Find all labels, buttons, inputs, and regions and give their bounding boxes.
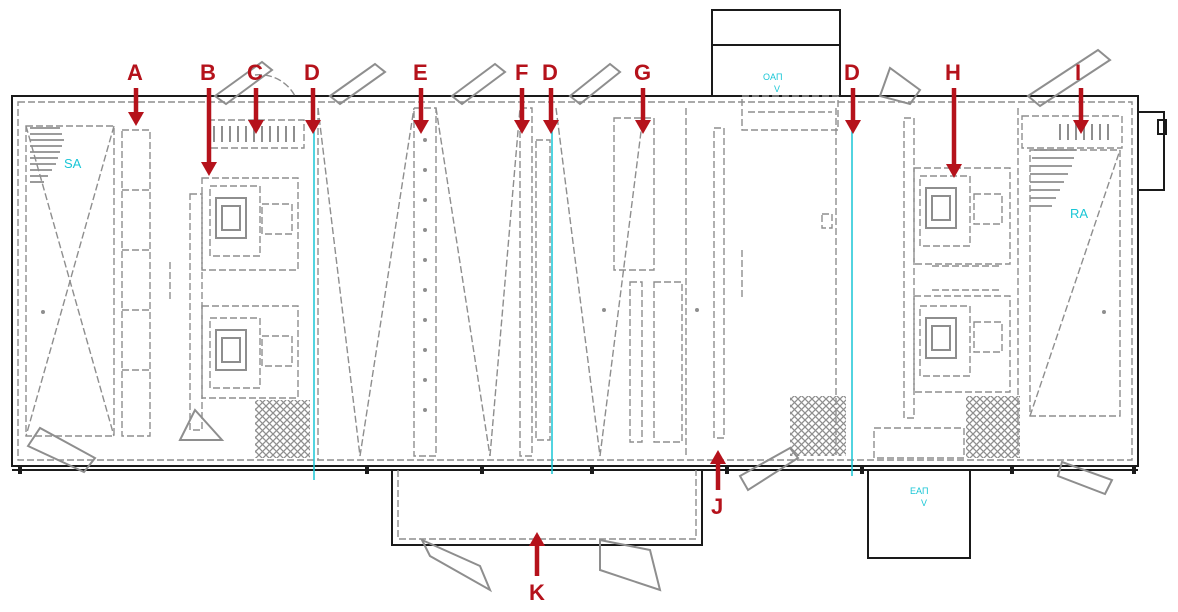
exhaust-air-plenum: EAП V (867, 427, 971, 559)
arrow-b (201, 88, 217, 176)
arrow-d2 (543, 88, 559, 134)
callout-letters: A B C D E F D G D H I J K (127, 60, 1081, 605)
outside-air-label: OAП (763, 72, 782, 82)
outside-air-arrow-glyph: V (774, 84, 780, 94)
arrow-j (710, 450, 726, 490)
callout-k: K (529, 580, 545, 605)
callout-h: H (945, 60, 961, 85)
callout-d1: D (304, 60, 320, 85)
door-swings (26, 48, 1114, 593)
arrow-d1 (305, 88, 321, 134)
supply-air-section: SA (25, 125, 171, 437)
outside-air-plenum: OAП V (711, 9, 841, 131)
arrow-e (413, 88, 429, 134)
callout-g: G (634, 60, 651, 85)
arrow-f (514, 88, 530, 134)
arrow-h (946, 88, 962, 178)
exhaust-air-arrow-glyph: V (921, 498, 927, 508)
arrow-i (1073, 88, 1089, 134)
arrow-k (529, 532, 545, 576)
arrow-a (128, 88, 144, 126)
callout-b: B (200, 60, 216, 85)
callout-d2: D (542, 60, 558, 85)
arrow-d3 (845, 88, 861, 134)
callout-i: I (1075, 60, 1081, 85)
exhaust-air-label: EAП (910, 486, 928, 496)
coil-sections (313, 107, 853, 480)
callout-a: A (127, 60, 143, 85)
callout-f: F (515, 60, 528, 85)
return-air-label: RA (1070, 206, 1088, 221)
return-air-section: RA (1017, 108, 1123, 456)
callout-c: C (247, 60, 263, 85)
arrow-c (248, 88, 264, 134)
return-fan-section (903, 117, 1020, 458)
callout-e: E (413, 60, 428, 85)
supply-fan-section (189, 119, 310, 458)
arrow-g (635, 88, 651, 134)
callout-d3: D (844, 60, 860, 85)
callout-arrows (128, 88, 1089, 576)
supply-air-label: SA (64, 156, 82, 171)
callout-j: J (711, 494, 723, 519)
access-section (391, 470, 703, 546)
